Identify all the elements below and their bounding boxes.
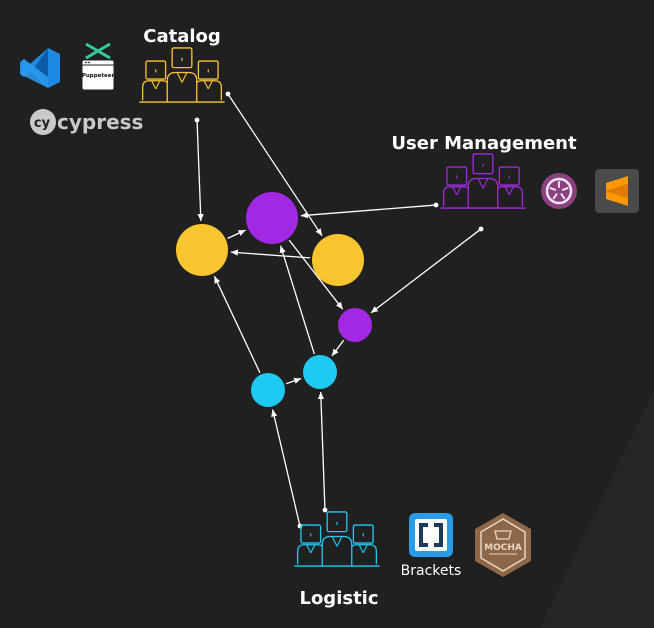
brackets-label: Brackets — [401, 563, 462, 579]
dependency-edge — [279, 245, 315, 355]
dependency-edge — [370, 229, 480, 314]
background-shape — [540, 390, 654, 628]
cypress-icon: cy cypress — [30, 109, 143, 135]
sublime-icon — [595, 169, 639, 213]
cypress-label: cypress — [57, 110, 143, 134]
puppeteer-icon: Puppeteer — [81, 42, 115, 91]
team-icon — [293, 511, 381, 567]
dependency-edge — [288, 239, 344, 310]
dependency-edge — [331, 339, 345, 357]
brackets-icon: Brackets — [401, 513, 462, 579]
dependency-edge — [230, 249, 311, 259]
dependency-edge — [227, 229, 246, 239]
logistic-service-node[interactable] — [251, 373, 285, 407]
dependency-edge — [300, 204, 435, 219]
user-management-service-node[interactable] — [338, 308, 372, 342]
dependency-edge — [317, 391, 326, 509]
team-catalog[interactable]: Catalog — [138, 26, 226, 103]
team-icon — [439, 153, 527, 209]
mocha-label: MOCHA — [484, 543, 522, 553]
user-management-service-node[interactable] — [246, 192, 298, 244]
dependency-edge — [271, 409, 301, 525]
team-logistic[interactable]: Logistic — [293, 511, 381, 609]
dependency-edge — [285, 377, 302, 385]
team-label-catalog: Catalog — [143, 26, 221, 47]
edge-origin-dot — [194, 117, 200, 123]
catalog-service-node[interactable] — [312, 234, 364, 286]
logistic-service-node[interactable] — [303, 355, 337, 389]
edge-origin-dot — [478, 226, 484, 232]
team-label-user-management: User Management — [391, 133, 577, 154]
dependency-edge — [196, 121, 204, 222]
catalog-service-node[interactable] — [176, 224, 228, 276]
edge-layer — [194, 91, 484, 529]
team-user-management[interactable]: User Management — [391, 133, 577, 209]
team-label-logistic: Logistic — [299, 588, 378, 609]
jasmine-icon — [541, 173, 577, 209]
edge-origin-dot — [433, 202, 439, 208]
team-icon — [138, 47, 226, 103]
puppeteer-label: Puppeteer — [82, 73, 115, 79]
vscode-icon — [20, 48, 60, 88]
dependency-edge — [213, 275, 261, 374]
edge-origin-dot — [322, 507, 328, 513]
edge-origin-dot — [225, 91, 231, 97]
mocha-icon: MOCHA — [475, 513, 531, 577]
cypress-logo-letters: cy — [34, 116, 51, 131]
node-layer — [176, 192, 372, 407]
